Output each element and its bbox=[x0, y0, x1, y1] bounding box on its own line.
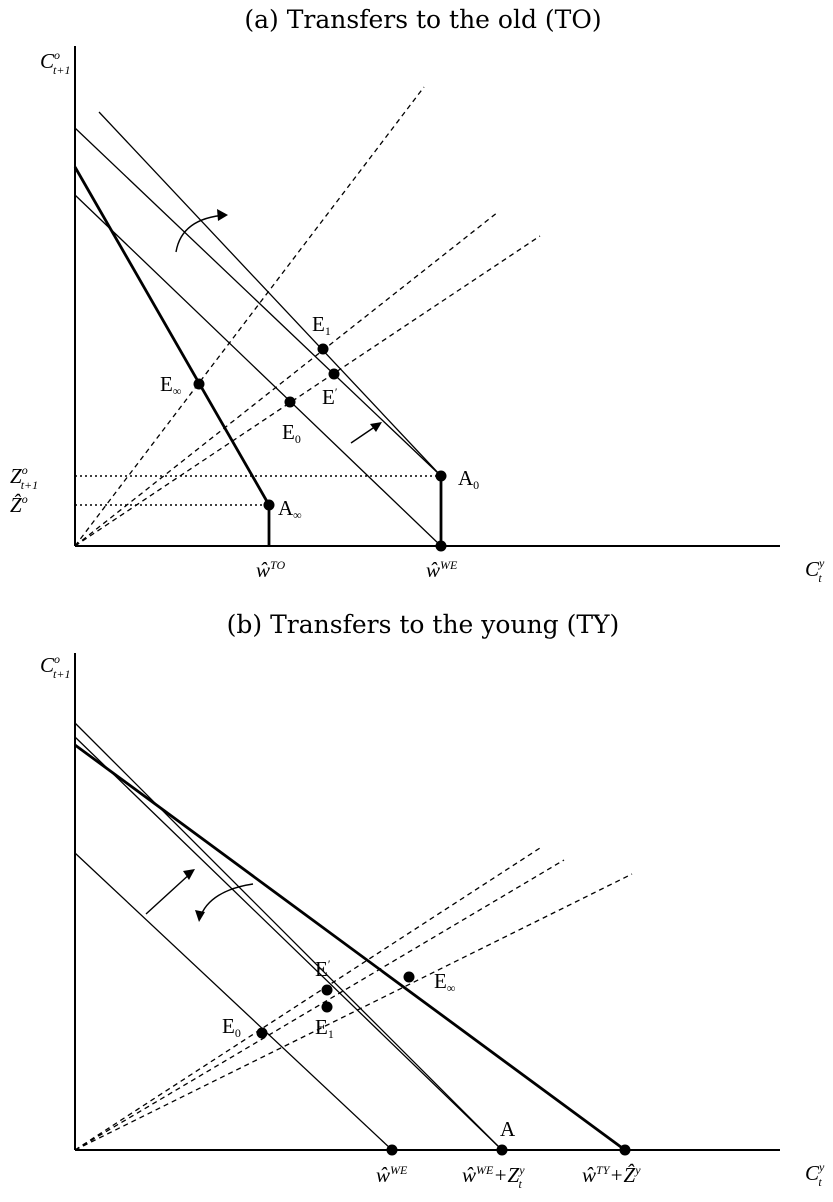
panel-b-xtick-wwe: ŵWE bbox=[376, 1163, 408, 1187]
panel-a-point-ainf bbox=[263, 499, 275, 511]
panel-b-rotate-arrowhead bbox=[195, 910, 205, 922]
panel-b-label-eprime: E′ bbox=[315, 957, 331, 981]
panel-a-rotate-arrowhead bbox=[217, 209, 228, 221]
panel-b-budget-line-ty bbox=[74, 743, 626, 1152]
panel-b-label-e0: E0 bbox=[222, 1014, 241, 1040]
panel-b-point-wty bbox=[619, 1144, 631, 1156]
panel-a-label-ainf: A∞ bbox=[278, 496, 302, 522]
panel-b-budget-line-middle bbox=[74, 736, 503, 1151]
panel-a-budget-line-to bbox=[73, 166, 271, 506]
panel-b-ray-steep bbox=[74, 847, 541, 1151]
panel-b-label-e1: E1 bbox=[315, 1015, 334, 1041]
panel-b-budget-line-outer bbox=[74, 722, 503, 1151]
panel-b-point-a bbox=[496, 1144, 508, 1156]
panel-b-label-einf: E∞ bbox=[434, 969, 455, 995]
panel-a-label-eprime: E′ bbox=[322, 385, 338, 409]
panel-a-title: (a) Transfers to the old (TO) bbox=[244, 5, 601, 34]
panel-b-shift-arrowhead bbox=[183, 869, 195, 880]
panel-a-label-e0: E0 bbox=[282, 420, 301, 446]
panel-a-xtick-wto: ŵTO bbox=[256, 558, 285, 582]
panel-a-budget-line-we bbox=[74, 194, 442, 547]
panel-a-point-e1 bbox=[317, 343, 329, 355]
panel-a-point-e0 bbox=[284, 396, 296, 408]
panel-a-xtick-wwe: ŵWE bbox=[426, 558, 458, 582]
panel-a-budget-line-middle bbox=[74, 127, 442, 477]
panel-a-ray-flat bbox=[74, 235, 541, 547]
panel-b-ray-mid bbox=[74, 859, 565, 1151]
panel-a-point-wwe bbox=[435, 540, 447, 552]
panel-b-point-e1 bbox=[321, 1001, 333, 1013]
panel-a-ytick-zhat: Ẑo bbox=[10, 492, 28, 517]
panel-b-shift-arrow bbox=[145, 871, 193, 915]
panel-a-budget-line-outer bbox=[98, 111, 442, 477]
panel-b-label-a: A bbox=[500, 1117, 516, 1141]
panel-b-point-eprime bbox=[321, 984, 333, 996]
panel-a-shift-arrowhead bbox=[370, 422, 382, 432]
panel-a-label-a0: A0 bbox=[458, 466, 479, 492]
panel-a-label-e1: E1 bbox=[312, 312, 331, 338]
panel-b-point-einf bbox=[403, 971, 415, 983]
panel-b-xtick-wty-plus-zhat: ŵTY+Ẑy bbox=[582, 1163, 641, 1187]
panel-b-ray-flat bbox=[74, 873, 633, 1151]
panel-b-point-wwe bbox=[386, 1144, 398, 1156]
panel-b-budget-line-we bbox=[74, 852, 393, 1151]
panel-b-point-e0 bbox=[256, 1027, 268, 1039]
panel-a-point-einf bbox=[193, 378, 205, 390]
panel-a-ray-steep bbox=[74, 86, 425, 547]
panel-a-point-a0 bbox=[435, 470, 447, 482]
panel-a-point-eprime bbox=[328, 368, 340, 380]
panel-a-label-einf: E∞ bbox=[160, 372, 181, 398]
panel-b-title: (b) Transfers to the young (TY) bbox=[227, 610, 620, 639]
